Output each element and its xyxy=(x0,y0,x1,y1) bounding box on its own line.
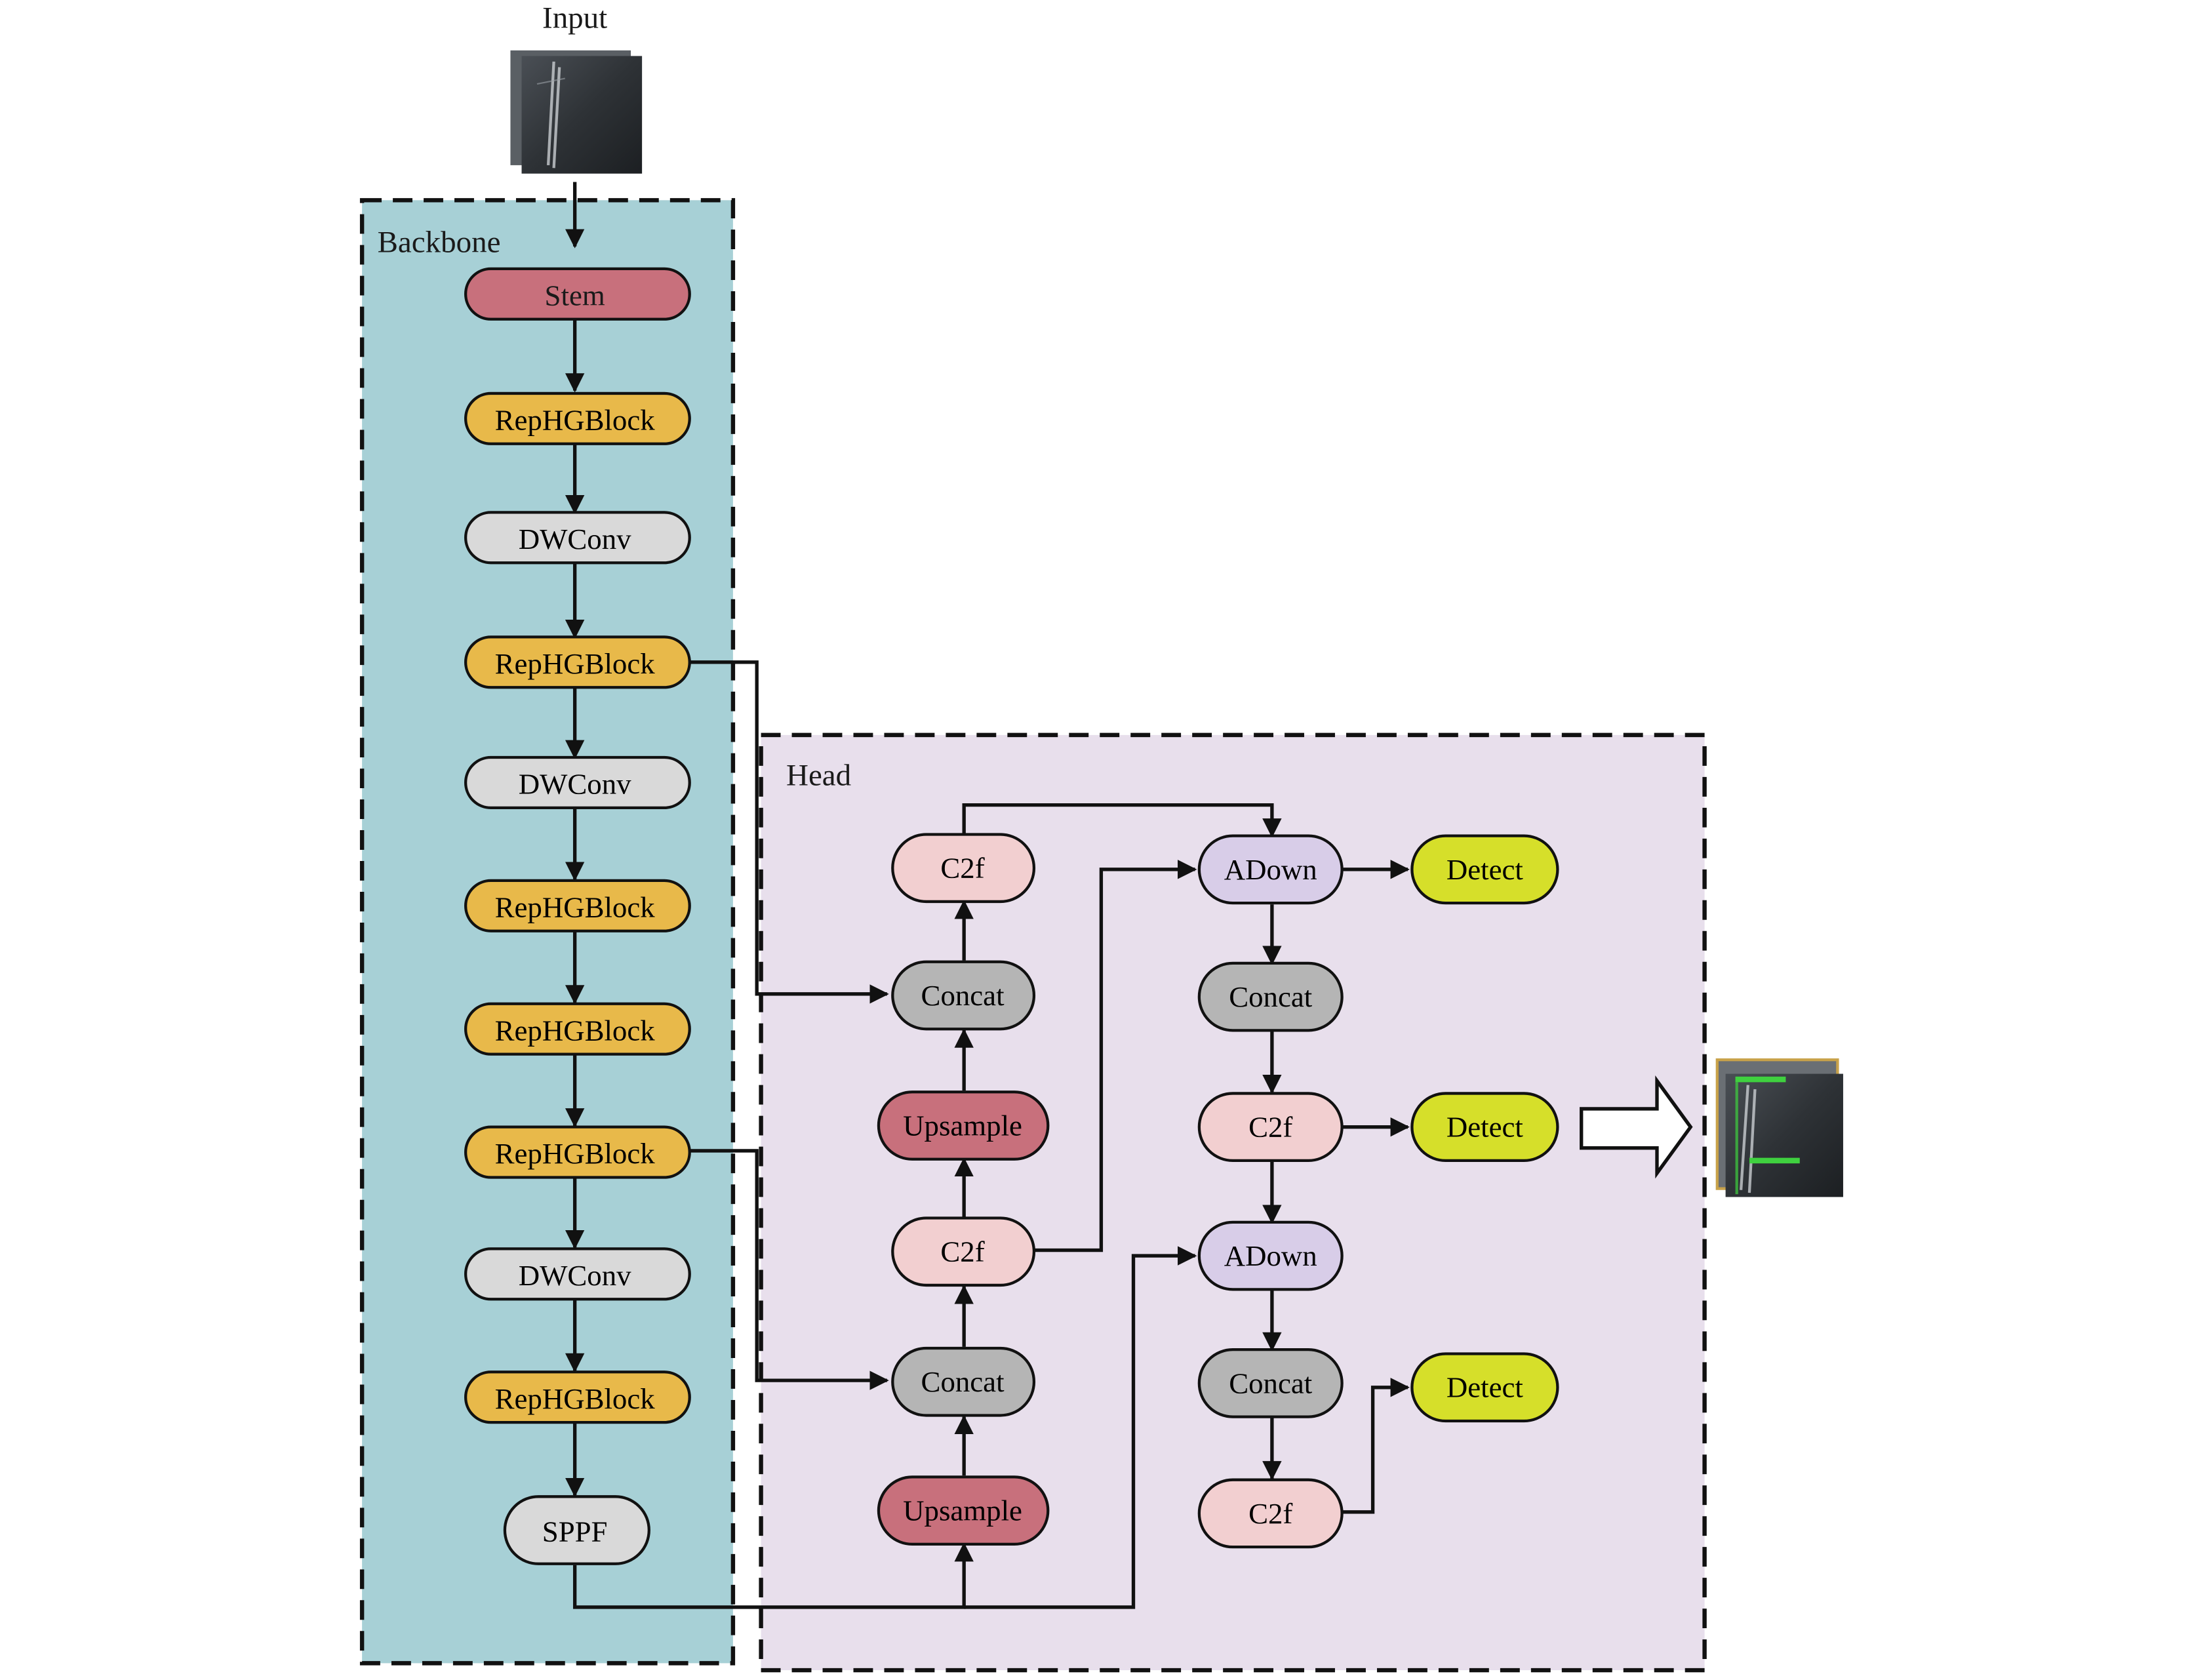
node-dwconv1: DWConv xyxy=(464,511,691,565)
node-adown-1-label: ADown xyxy=(1224,853,1317,886)
node-detect-3-label: Detect xyxy=(1446,1371,1524,1404)
node-concat-4: Concat xyxy=(1197,1348,1344,1418)
node-c2f-mid-label: C2f xyxy=(940,1235,984,1268)
node-c2f-top-label: C2f xyxy=(940,852,984,885)
node-c2f-r2: C2f xyxy=(1197,1478,1344,1549)
node-rephg1: RepHGBlock xyxy=(464,391,691,445)
node-rephg4-label: RepHGBlock xyxy=(495,1014,656,1047)
input-image xyxy=(510,50,643,174)
node-adown-1: ADown xyxy=(1197,834,1344,905)
node-rephg2-label: RepHGBlock xyxy=(495,647,656,680)
node-upsample-1-label: Upsample xyxy=(903,1109,1022,1142)
node-stem: Stem xyxy=(464,267,691,321)
node-adown-2: ADown xyxy=(1197,1220,1344,1291)
node-concat-3-label: Concat xyxy=(1229,980,1313,1013)
node-rephg3: RepHGBlock xyxy=(464,879,691,932)
edge-rephg2-concat1 xyxy=(688,660,889,1004)
node-concat-1-label: Concat xyxy=(921,979,1005,1012)
node-detect-2-label: Detect xyxy=(1446,1111,1524,1144)
input-label: Input xyxy=(542,1,607,35)
edge-c2fmid-adown1 xyxy=(1032,860,1197,1252)
node-rephg2: RepHGBlock xyxy=(464,635,691,689)
node-detect-1-label: Detect xyxy=(1446,853,1524,886)
node-upsample-2-label: Upsample xyxy=(903,1494,1022,1527)
node-dwconv2: DWConv xyxy=(464,755,691,810)
node-concat-1: Concat xyxy=(891,960,1036,1031)
node-concat-3: Concat xyxy=(1197,961,1344,1032)
edges xyxy=(565,182,1410,1609)
node-rephg5: RepHGBlock xyxy=(464,1125,691,1179)
node-rephg4: RepHGBlock xyxy=(464,1002,691,1056)
output-arrow xyxy=(1580,1075,1693,1179)
node-rephg6-label: RepHGBlock xyxy=(495,1382,656,1415)
node-upsample-1: Upsample xyxy=(877,1090,1050,1161)
edge-sppf-upsample2 xyxy=(572,1542,974,1609)
output-image xyxy=(1715,1058,1843,1197)
node-rephg6: RepHGBlock xyxy=(464,1370,691,1424)
node-detect-3: Detect xyxy=(1410,1352,1559,1423)
node-c2f-mid: C2f xyxy=(891,1216,1036,1287)
node-detect-2: Detect xyxy=(1410,1092,1559,1163)
node-upsample-2: Upsample xyxy=(877,1475,1050,1546)
node-concat-2: Concat xyxy=(891,1346,1036,1417)
node-dwconv2-label: DWConv xyxy=(519,768,631,801)
node-concat-2-label: Concat xyxy=(921,1365,1005,1398)
node-dwconv1-label: DWConv xyxy=(519,523,631,555)
node-concat-4-label: Concat xyxy=(1229,1367,1313,1399)
head-label: Head xyxy=(786,759,851,793)
node-sppf-label: SPPF xyxy=(542,1515,608,1548)
node-c2f-r1: C2f xyxy=(1197,1092,1344,1163)
node-sppf: SPPF xyxy=(503,1495,650,1565)
edge-c2ftop-adown1 xyxy=(962,803,1282,838)
node-detect-1: Detect xyxy=(1410,834,1559,905)
edge-rephg5-concat2 xyxy=(688,1149,889,1390)
edge-c2fr2-detect3 xyxy=(1342,1378,1410,1514)
node-c2f-top: C2f xyxy=(891,833,1036,904)
node-dwconv3: DWConv xyxy=(464,1247,691,1301)
node-rephg3-label: RepHGBlock xyxy=(495,890,656,923)
node-adown-2-label: ADown xyxy=(1224,1239,1317,1272)
node-c2f-r2-label: C2f xyxy=(1248,1497,1292,1530)
edge-sppf-adown2 xyxy=(964,1246,1197,1609)
backbone-label: Backbone xyxy=(378,225,501,259)
node-rephg1-label: RepHGBlock xyxy=(495,403,656,436)
node-c2f-r1-label: C2f xyxy=(1248,1111,1292,1144)
node-rephg5-label: RepHGBlock xyxy=(495,1137,656,1170)
node-dwconv3-label: DWConv xyxy=(519,1259,631,1292)
node-stem-label: Stem xyxy=(545,279,605,311)
